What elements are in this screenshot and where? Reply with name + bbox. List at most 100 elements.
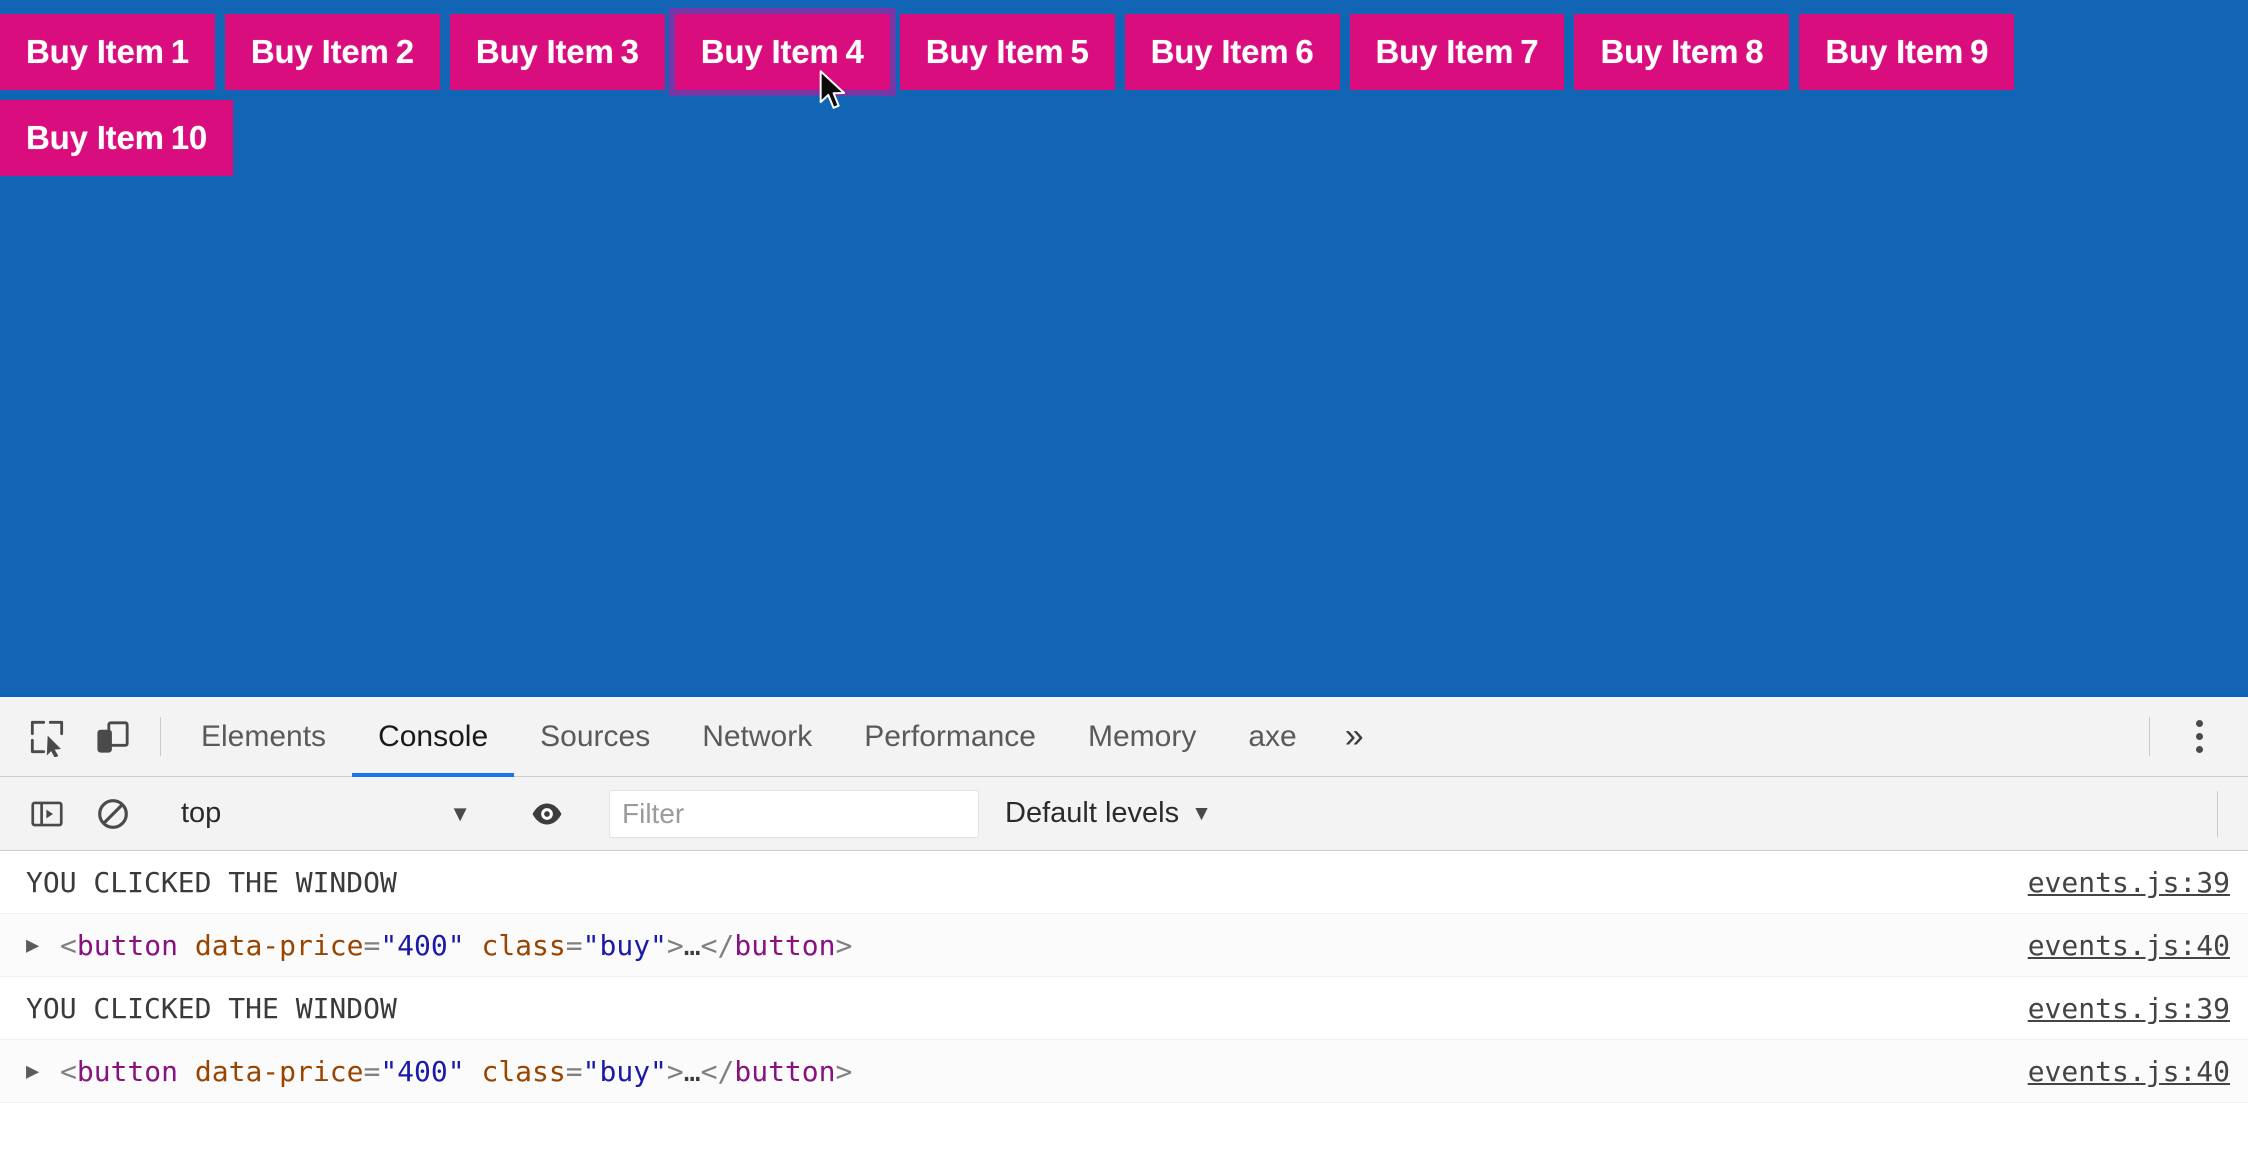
console-source-link[interactable]: events.js:39 (2027, 991, 2230, 1025)
buy-item-label: Buy Item (1150, 33, 1289, 70)
html-token-punct: > (835, 1054, 853, 1088)
tab-console[interactable]: Console (352, 697, 515, 777)
html-token-attr: data-price (194, 928, 364, 962)
html-token-val: "400" (380, 928, 465, 962)
buy-item-number: 2 (395, 33, 414, 70)
console-message-text: YOU CLICKED THE WINDOW (26, 865, 397, 899)
filter-input[interactable]: Filter (609, 789, 979, 838)
buy-item-label: Buy Item (250, 33, 389, 70)
tab-label: Performance (864, 719, 1036, 753)
console-message-html: <button data-price="400" class="buy">…</… (60, 1055, 852, 1088)
html-token-punct: > (835, 928, 853, 962)
console-source-link[interactable]: events.js:39 (2027, 865, 2230, 899)
tab-network[interactable]: Network (676, 697, 838, 776)
buy-item-number: 9 (1970, 33, 1989, 70)
html-token-punct: = (565, 1054, 583, 1088)
console-message-text: YOU CLICKED THE WINDOW (26, 991, 397, 1025)
html-token-punct: > (666, 928, 684, 962)
execution-context-select[interactable]: top ▼ (175, 797, 485, 830)
html-token-attr: class (481, 1054, 566, 1088)
more-tabs-icon[interactable]: » (1344, 717, 1364, 755)
expand-triangle-icon[interactable]: ▶ (26, 1058, 40, 1084)
console-toolbar: top ▼ Filter Default levels ▼ (0, 777, 2248, 851)
tab-performance[interactable]: Performance (838, 697, 1062, 776)
html-token-tag: button (76, 1054, 179, 1088)
device-toolbar-icon[interactable] (80, 697, 146, 776)
html-token-val: "buy" (582, 928, 667, 962)
console-message-row[interactable]: YOU CLICKED THE WINDOW events.js:39 (0, 851, 2248, 914)
html-token-ell: … (683, 1054, 701, 1088)
expand-triangle-icon[interactable]: ▶ (26, 932, 40, 958)
html-token-punct: = (363, 1054, 381, 1088)
console-message-html: <button data-price="400" class="buy">…</… (60, 929, 852, 962)
html-token-ell: … (683, 928, 701, 962)
html-token-punct: = (363, 928, 381, 962)
tab-memory[interactable]: Memory (1062, 697, 1222, 776)
buy-item-label: Buy Item (26, 33, 164, 70)
html-token-punct (178, 1055, 195, 1088)
html-token-tag: button (734, 1054, 836, 1088)
more-options-icon[interactable] (2164, 697, 2234, 776)
buy-item-number: 8 (1745, 33, 1764, 70)
tab-elements[interactable]: Elements (175, 697, 352, 776)
chevron-down-icon: ▼ (1191, 801, 1212, 825)
html-token-punct: > (666, 1054, 684, 1088)
log-levels-select[interactable]: Default levels ▼ (1005, 797, 1212, 830)
html-token-tag: button (76, 928, 179, 962)
buy-item-label: Buy Item (925, 33, 1064, 70)
html-token-punct: </ (700, 1054, 735, 1088)
buy-item-label: Buy Item (1375, 33, 1514, 70)
console-source-link[interactable]: events.js:40 (2027, 928, 2230, 962)
html-token-tag: button (734, 928, 836, 962)
log-levels-value: Default levels (1005, 797, 1180, 829)
tabbar-divider (160, 717, 161, 756)
console-sidebar-icon[interactable] (14, 795, 80, 833)
tab-sources[interactable]: Sources (514, 697, 676, 776)
tab-axe[interactable]: axe (1222, 697, 1322, 776)
tabbar-spacer (1386, 697, 2135, 776)
tabbar-end-divider (2149, 717, 2150, 756)
html-token-attr: class (481, 928, 566, 962)
buy-item-label: Buy Item (1825, 33, 1964, 70)
html-token-attr: data-price (194, 1054, 364, 1088)
buy-item-label: Buy Item (1600, 33, 1739, 70)
clear-console-icon[interactable] (80, 795, 146, 833)
buy-item-number: 4 (845, 33, 864, 70)
html-token-punct: < (60, 928, 77, 962)
tab-label: Elements (201, 719, 327, 753)
html-token-punct (465, 929, 482, 962)
console-toolbar-end-divider (2217, 790, 2218, 837)
console-message-row[interactable]: YOU CLICKED THE WINDOW events.js:39 (0, 977, 2248, 1040)
tab-label: Memory (1087, 719, 1197, 753)
buy-item-number: 7 (1520, 33, 1539, 70)
buy-item-number: 1 (170, 33, 189, 70)
buy-item-label: Buy Item (26, 119, 164, 156)
html-token-punct: < (60, 1054, 77, 1088)
buy-item-number: 5 (1070, 33, 1089, 70)
filter-placeholder: Filter (622, 797, 685, 829)
html-token-punct: </ (700, 928, 735, 962)
create-live-expression-icon[interactable] (514, 796, 580, 832)
console-source-link[interactable]: events.js:40 (2027, 1054, 2230, 1088)
tab-label: Network (702, 719, 813, 753)
buy-item-number: 10 (170, 119, 208, 156)
inspect-element-icon[interactable] (14, 697, 80, 776)
buy-item-number: 6 (1295, 33, 1314, 70)
console-message-row[interactable]: ▶<button data-price="400" class="buy">…<… (0, 914, 2248, 977)
console-message-row[interactable]: ▶<button data-price="400" class="buy">…<… (0, 1040, 2248, 1103)
